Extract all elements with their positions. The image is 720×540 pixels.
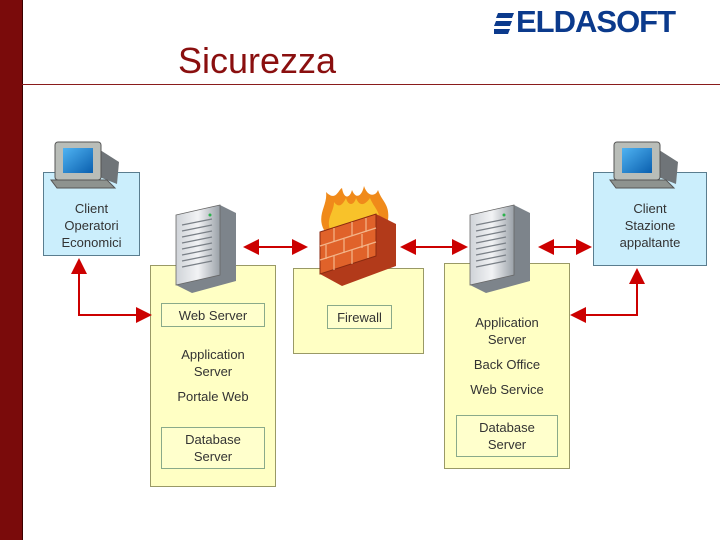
int-app-server-line-2: Server <box>487 332 527 347</box>
web-server-box: Web Server <box>161 303 265 327</box>
web-server-label: Web Server <box>178 307 248 323</box>
client-stazione-label-3: appaltante <box>619 235 681 250</box>
firewall-zone <box>293 268 424 354</box>
client-operatori-label-2: Operatori <box>64 218 119 233</box>
slide-title: Sicurezza <box>178 40 337 81</box>
dmz-application-server-label: Application Server <box>161 346 265 380</box>
back-office-label: Back Office <box>473 357 541 372</box>
connector-internal-right-client <box>570 268 645 323</box>
connector-left-client-dmz <box>71 258 152 323</box>
int-db-line-1: Database <box>479 420 535 435</box>
int-db-line-2: Server <box>487 437 527 452</box>
internal-database-server-box: Database Server <box>456 415 558 457</box>
computer-icon <box>609 141 678 189</box>
web-service-label: Web Service <box>470 382 544 397</box>
client-stazione-label-1: Client <box>633 201 667 216</box>
firewall-label: Firewall <box>337 309 382 325</box>
server-tower-icon <box>175 204 236 293</box>
logo-text: ELDASOFT <box>516 4 676 39</box>
portale-web-label: Portale Web <box>177 389 249 404</box>
int-app-server-line-1: Application <box>475 315 539 330</box>
dmz-db-line-1: Database <box>185 432 241 447</box>
dmz-database-server-box: Database Server <box>161 427 265 469</box>
dmz-app-server-line-1: Application <box>181 347 245 362</box>
eldasoft-logo: ELDASOFT <box>494 4 712 40</box>
title-rule <box>22 84 720 85</box>
logo-mark-icon <box>494 13 514 34</box>
dmz-db-line-2: Server <box>193 449 233 464</box>
dmz-app-server-line-2: Server <box>193 364 233 379</box>
firewall-icon <box>319 186 396 286</box>
client-operatori-label-3: Economici <box>61 235 122 250</box>
computer-icon <box>50 141 119 189</box>
server-tower-icon <box>469 204 530 293</box>
client-stazione-label-2: Stazione <box>624 218 676 233</box>
client-operatori-label-1: Client <box>74 201 109 216</box>
firewall-label-box: Firewall <box>327 305 392 329</box>
left-accent-bar <box>0 0 23 540</box>
internal-application-server-label: Application Server <box>454 314 560 348</box>
